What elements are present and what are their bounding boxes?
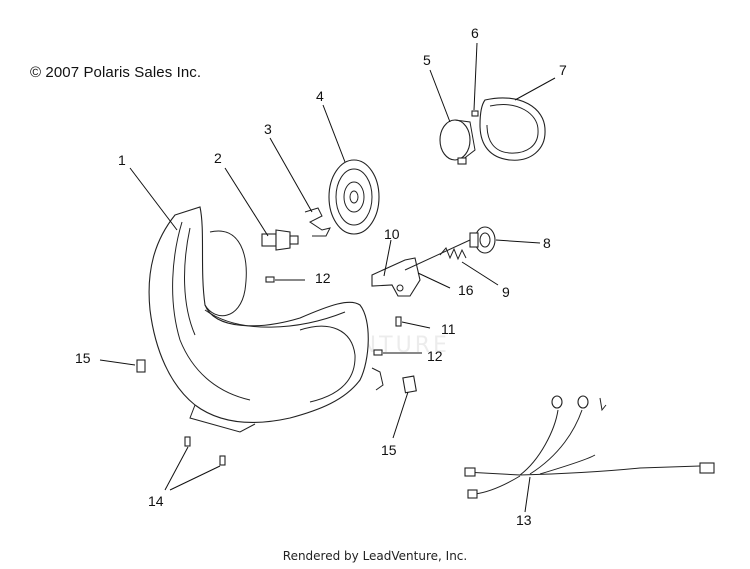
- lamp-part: [439, 119, 476, 165]
- spring-part: [439, 247, 467, 261]
- clip-part: [136, 359, 417, 394]
- callout-9: 9: [502, 284, 510, 300]
- adjuster-knob-part: [469, 226, 496, 254]
- callout-15a: 15: [75, 350, 91, 366]
- reflector-ring-part: [328, 159, 380, 235]
- callout-2: 2: [214, 150, 222, 166]
- callout-6: 6: [471, 25, 479, 41]
- callout-3: 3: [264, 121, 272, 137]
- callout-labels: 1 2 3 4 5 6 7 8 9 10 11 12 12 13 14 15 1…: [75, 25, 567, 528]
- gasket-part: [479, 97, 546, 161]
- callout-1: 1: [118, 152, 126, 168]
- callout-14: 14: [148, 493, 164, 509]
- leader-lines: [99, 42, 556, 513]
- bracket-part: [371, 239, 471, 297]
- wiring-harness-part: [464, 395, 715, 499]
- callout-16: 16: [458, 282, 474, 298]
- headlight-housing-part: [148, 206, 384, 433]
- screw-part: [184, 276, 402, 466]
- callout-10: 10: [384, 226, 400, 242]
- footer-text: Rendered by LeadVenture, Inc.: [282, 549, 468, 563]
- callout-12b: 12: [427, 348, 443, 364]
- callout-8: 8: [543, 235, 551, 251]
- copyright-text: © 2007 Polaris Sales Inc.: [30, 64, 202, 81]
- callout-11: 11: [441, 321, 456, 337]
- pin-part: [471, 110, 479, 117]
- callout-12a: 12: [315, 270, 331, 286]
- retaining-clip-part: [304, 207, 331, 237]
- callout-7: 7: [559, 62, 567, 78]
- callout-4: 4: [316, 88, 324, 104]
- callout-15b: 15: [381, 442, 397, 458]
- callout-5: 5: [423, 52, 431, 68]
- bulb-part: [261, 229, 299, 251]
- callout-13: 13: [516, 512, 532, 528]
